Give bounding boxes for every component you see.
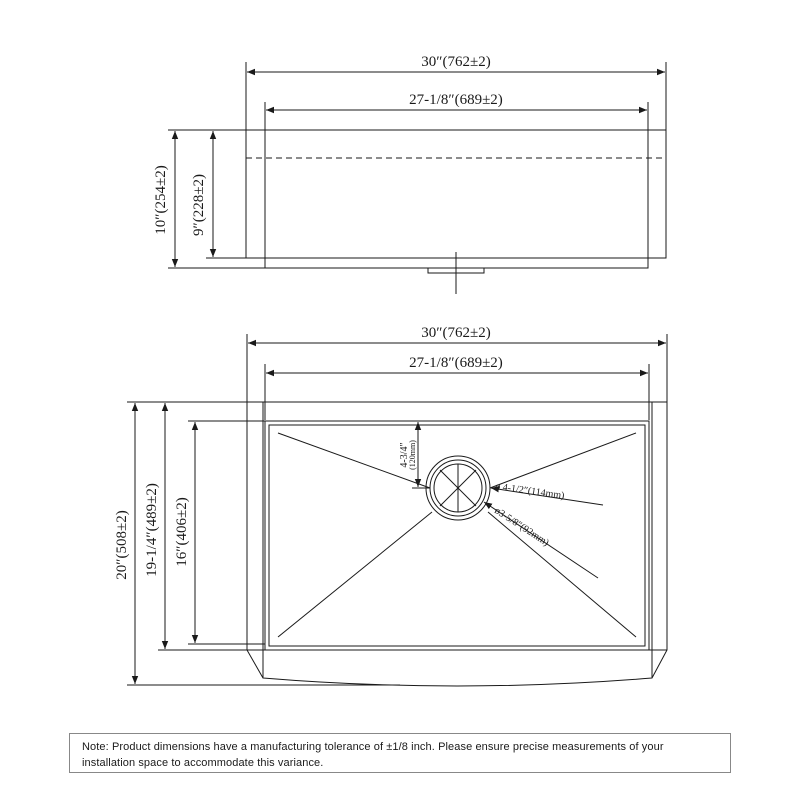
groove-line — [487, 511, 637, 638]
sink-side-body — [245, 129, 667, 259]
apron-edge — [262, 402, 653, 678]
top-depth-bowl-label: 16″(406±2) — [174, 497, 190, 566]
side-height-overall-label: 10″(254±2) — [153, 165, 169, 234]
side-width-overall-label: 30″(762±2) — [421, 54, 490, 70]
drain-offset-mm-label: (120mm) — [408, 440, 417, 470]
groove-line — [277, 511, 433, 638]
drain-outer-leader — [490, 486, 604, 506]
drain-inner-label: ø3-5/8″(92mm) — [492, 505, 550, 548]
sink-top-outline — [246, 401, 668, 687]
groove-line — [489, 432, 637, 489]
drain-outer-label: ø 4-1/2″(114mm) — [495, 481, 565, 502]
side-height-bowl-label: 9″(228±2) — [191, 174, 207, 236]
drain-inner-leader — [483, 501, 599, 579]
top-depth-overall-label: 20″(508±2) — [114, 510, 130, 579]
tolerance-note: Note: Product dimensions have a manufact… — [69, 733, 731, 773]
sink-bowl — [264, 420, 650, 651]
top-width-overall-label: 30″(762±2) — [421, 325, 490, 341]
sink-bowl-inner — [268, 424, 646, 647]
top-view — [127, 334, 668, 687]
side-view — [168, 62, 667, 294]
groove-line — [277, 432, 431, 489]
drain-offset-label: 4-3/4″ — [399, 442, 410, 467]
top-depth-mid-label: 19-1/4″(489±2) — [144, 483, 160, 577]
top-width-bowl-label: 27-1/8″(689±2) — [409, 355, 503, 371]
side-width-bowl-label: 27-1/8″(689±2) — [409, 92, 503, 108]
